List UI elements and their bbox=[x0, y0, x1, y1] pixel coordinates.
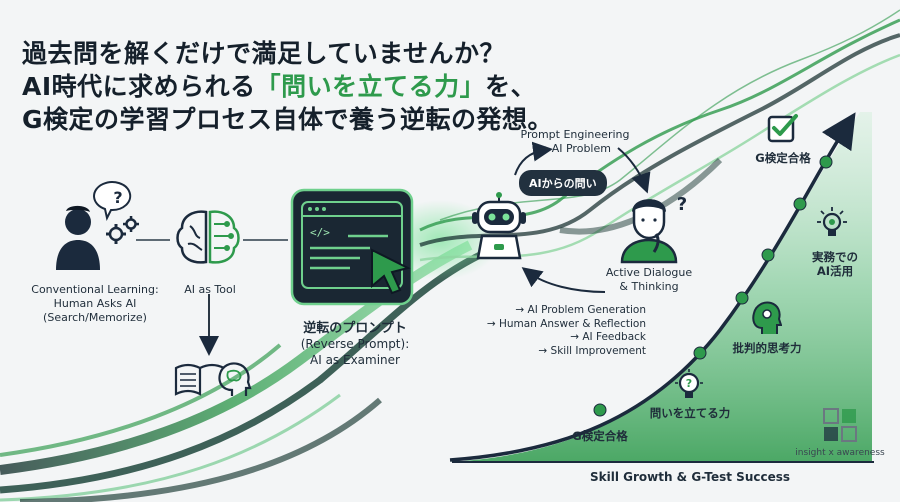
svg-text:?: ? bbox=[686, 377, 692, 390]
headline-line-2: AI時代に求められる「問いを立てる力」を、 bbox=[22, 67, 536, 103]
milestone-practical-line-1: 実務での bbox=[812, 250, 858, 264]
thinking-person-icon: ? bbox=[620, 194, 687, 264]
prompt-engineering-label: Prompt Engineering → AI Problem bbox=[510, 128, 640, 156]
dialogue-step-2: → Human Answer & Reflection bbox=[486, 317, 646, 330]
logo-icon bbox=[823, 408, 857, 442]
headline-line-3: G検定の学習プロセス自体で養う逆転の発想。 bbox=[22, 105, 554, 134]
headline-line-1: 過去問を解くだけで満足していませんか？ bbox=[22, 39, 506, 68]
conventional-learning-label: Conventional Learning: Human Asks AI (Se… bbox=[20, 283, 170, 325]
reverse-prompt-en-2: AI as Examiner bbox=[310, 353, 400, 367]
conventional-learning-line-3: (Search/Memorize) bbox=[43, 311, 147, 324]
ai-question-bubble: AIからの問い bbox=[519, 170, 607, 196]
book-icon bbox=[174, 363, 225, 396]
reverse-prompt-jp: 逆転のプロンプト bbox=[303, 321, 407, 336]
milestone-question-ability: 問いを立てる力 bbox=[649, 406, 731, 420]
dialogue-step-3: → AI Feedback bbox=[570, 331, 646, 343]
conventional-learning-line-1: Conventional Learning: bbox=[31, 283, 159, 296]
brand-name: insight x awareness bbox=[795, 448, 885, 458]
milestone-practical-line-2: AI活用 bbox=[816, 264, 854, 278]
prompt-engineering-line-1: Prompt Engineering bbox=[520, 128, 630, 141]
headline-line-2-suffix: を、 bbox=[485, 72, 537, 101]
reverse-prompt-en-1: (Reverse Prompt): bbox=[300, 337, 410, 351]
milestone-top-pass: G検定合格 bbox=[755, 151, 811, 165]
milestone-dots bbox=[593, 155, 833, 417]
head-gear-icon bbox=[752, 301, 782, 334]
lightbulb-icon: ? bbox=[675, 369, 703, 398]
bulb-network-icon bbox=[817, 207, 847, 236]
growth-curve bbox=[449, 112, 856, 462]
growth-area bbox=[450, 112, 872, 462]
active-dialogue-label: Active Dialogue & Thinking bbox=[594, 266, 704, 294]
reverse-prompt-label: 逆転のプロンプト (Reverse Prompt): AI as Examine… bbox=[270, 317, 440, 368]
robot-icon bbox=[472, 192, 526, 260]
conventional-learning-line-2: Human Asks AI bbox=[53, 297, 137, 310]
svg-text:</>: </> bbox=[310, 226, 330, 239]
milestone-bottom-pass: G検定合格 bbox=[572, 429, 628, 443]
milestone-critical-thinking: 批判的思考力 bbox=[732, 341, 802, 355]
growth-axis-label: Skill Growth & G-Test Success bbox=[589, 470, 791, 484]
person-question-icon: ? bbox=[56, 181, 132, 270]
checkbox-icon bbox=[767, 114, 798, 143]
svg-text:?: ? bbox=[113, 188, 122, 207]
dialogue-steps: → AI Problem Generation → Human Answer &… bbox=[470, 304, 646, 358]
svg-text:?: ? bbox=[677, 194, 687, 215]
active-dialogue-line-1: Active Dialogue bbox=[605, 266, 693, 279]
brain-circuit-icon bbox=[176, 210, 240, 264]
ai-as-tool-label: AI as Tool bbox=[184, 283, 236, 296]
dialogue-step-1: → AI Problem Generation bbox=[515, 304, 646, 316]
headline-highlight: 「問いを立てる力」 bbox=[255, 72, 486, 101]
milestone-practical: 実務での AI活用 bbox=[806, 250, 864, 278]
dialogue-step-4: → Skill Improvement bbox=[538, 344, 646, 357]
cursor-icon bbox=[371, 248, 411, 295]
prompt-engineering-line-2: → AI Problem bbox=[539, 142, 611, 155]
active-dialogue-line-2: & Thinking bbox=[619, 280, 679, 293]
gear-icon bbox=[106, 216, 139, 244]
headline-line-2-prefix: AI時代に求められる bbox=[22, 72, 256, 101]
head-brain-icon bbox=[218, 362, 252, 396]
